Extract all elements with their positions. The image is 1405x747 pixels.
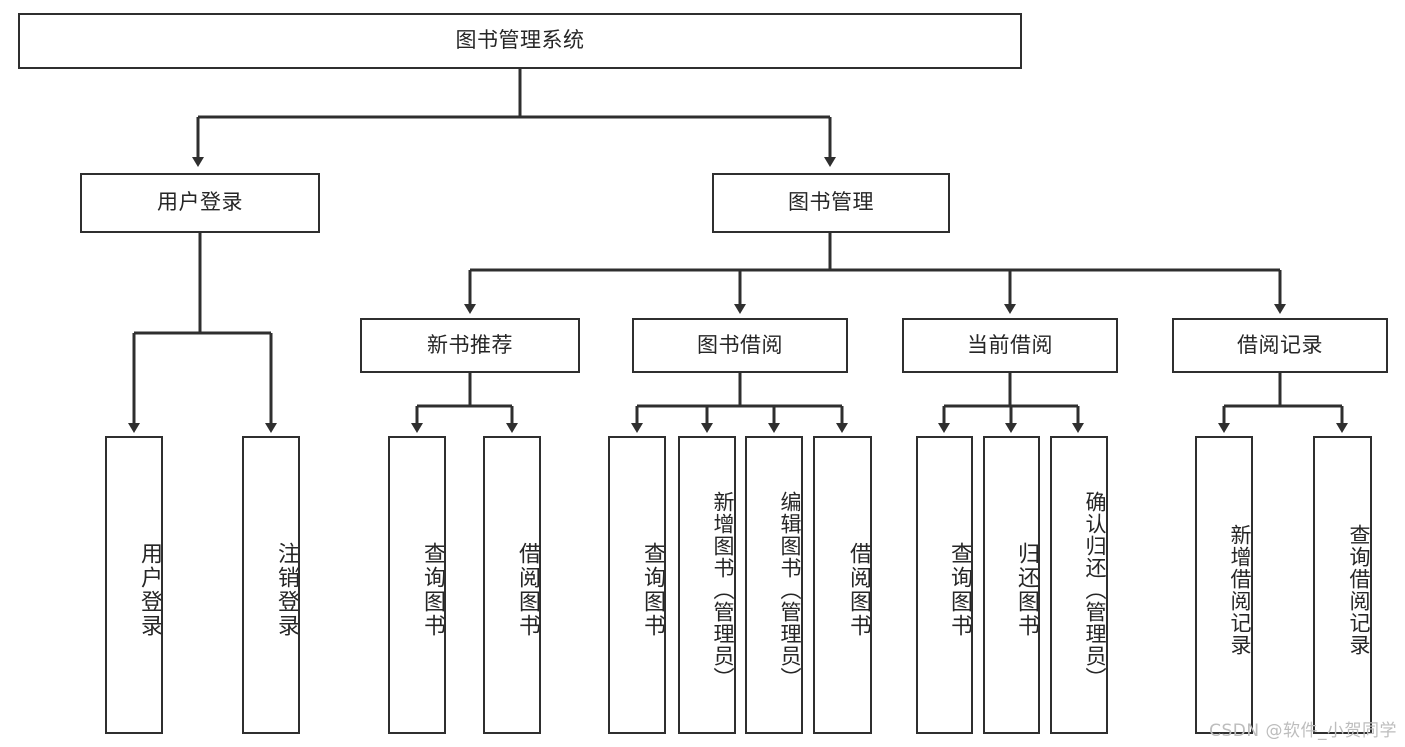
node-label: 查询图书 <box>640 542 665 638</box>
node-user-login[interactable]: 用户登录 <box>80 173 320 233</box>
leaf-logout-login[interactable]: 注销登录 <box>242 436 300 734</box>
node-label: 归还图书 <box>1014 542 1039 638</box>
node-root-system[interactable]: 图书管理系统 <box>18 13 1022 69</box>
leaf-add-borrow-record[interactable]: 新增借阅记录 <box>1195 436 1253 734</box>
node-label: 用户登录 <box>137 542 162 638</box>
node-label: 新书推荐 <box>427 332 513 357</box>
node-label: 查询图书 <box>947 542 972 638</box>
node-label: 当前借阅 <box>967 332 1053 357</box>
node-label: 查询图书 <box>420 542 445 638</box>
node-book-borrow[interactable]: 图书借阅 <box>632 318 848 373</box>
leaf-edit-book-admin[interactable]: 编辑图书（管理员） <box>745 436 803 734</box>
node-label: 确认归还（管理员） <box>1083 491 1107 689</box>
node-label: 借阅图书 <box>846 542 871 638</box>
node-label: 新增借阅记录 <box>1228 524 1252 656</box>
node-label: 注销登录 <box>274 542 299 638</box>
node-label: 图书管理 <box>788 190 874 215</box>
leaf-add-book-admin[interactable]: 新增图书（管理员） <box>678 436 736 734</box>
node-label: 查询借阅记录 <box>1347 524 1371 656</box>
leaf-return-book[interactable]: 归还图书 <box>983 436 1040 734</box>
leaf-borrow-book[interactable]: 借阅图书 <box>813 436 872 734</box>
node-label: 用户登录 <box>157 190 243 215</box>
node-label: 新增图书（管理员） <box>711 491 735 689</box>
node-current-borrow[interactable]: 当前借阅 <box>902 318 1118 373</box>
node-label: 借阅记录 <box>1237 332 1323 357</box>
node-label: 图书管理系统 <box>455 28 585 53</box>
node-book-management[interactable]: 图书管理 <box>712 173 950 233</box>
leaf-query-book-current[interactable]: 查询图书 <box>916 436 973 734</box>
node-label: 借阅图书 <box>515 542 540 638</box>
node-borrow-record[interactable]: 借阅记录 <box>1172 318 1388 373</box>
leaf-confirm-return-admin[interactable]: 确认归还（管理员） <box>1050 436 1108 734</box>
leaf-borrow-book-recommend[interactable]: 借阅图书 <box>483 436 541 734</box>
leaf-query-book-borrow[interactable]: 查询图书 <box>608 436 666 734</box>
leaf-user-login[interactable]: 用户登录 <box>105 436 163 734</box>
leaf-query-borrow-record[interactable]: 查询借阅记录 <box>1313 436 1372 734</box>
node-label: 编辑图书（管理员） <box>778 491 802 689</box>
node-label: 图书借阅 <box>697 332 783 357</box>
csdn-watermark: CSDN @软件_小贺同学 <box>1209 721 1397 741</box>
leaf-query-book-recommend[interactable]: 查询图书 <box>388 436 446 734</box>
node-new-book-recommend[interactable]: 新书推荐 <box>360 318 580 373</box>
